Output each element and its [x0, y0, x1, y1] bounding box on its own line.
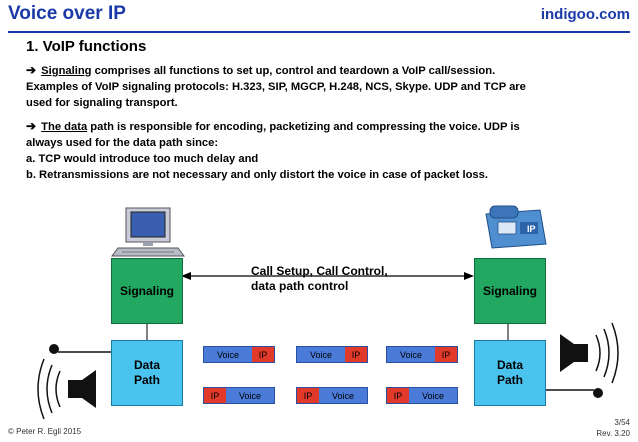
data-path-label-line-1: Data	[496, 358, 523, 372]
arrow-right-icon: ➔	[26, 63, 37, 77]
packet-return: IP Voice	[386, 387, 458, 404]
signaling-line-3: used for signaling transport.	[26, 97, 178, 109]
signaling-box-right: Signaling	[474, 258, 546, 324]
data-path-label-line-2: Path	[496, 373, 523, 387]
signaling-line-1-rest: comprises all functions to set up, contr…	[91, 65, 496, 77]
packet-ip: IP	[345, 347, 367, 362]
packet-ip: IP	[297, 388, 319, 403]
datapath-line-1-rest: path is responsible for encoding, packet…	[87, 121, 520, 133]
datapath-line-4: b. Retransmissions are not necessary and…	[26, 169, 488, 181]
control-label-line-1: Call Setup, Call Control,	[251, 264, 388, 278]
packet-voice: Voice	[319, 388, 367, 403]
section-heading: 1. VoIP functions	[26, 38, 147, 55]
microphone-icon	[49, 344, 112, 354]
packet-ip: IP	[435, 347, 457, 362]
datapath-term: The data	[41, 121, 88, 133]
signaling-box-left: Signaling	[111, 258, 183, 324]
microphone-icon	[546, 388, 603, 398]
data-path-box-right: Data Path	[474, 340, 546, 406]
packet-return: IP Voice	[296, 387, 368, 404]
revision: Rev. 3.20	[596, 429, 630, 438]
control-double-arrow	[181, 272, 474, 280]
control-label-line-2: data path control	[251, 279, 349, 293]
arrow-right-icon: ➔	[26, 119, 37, 133]
datapath-line-2: always used for the data path since:	[26, 137, 219, 149]
page-number: 3/54	[614, 418, 630, 427]
signaling-paragraph: ➔ Signaling comprises all functions to s…	[26, 62, 626, 111]
packet-ip: IP	[204, 388, 226, 403]
brand-link[interactable]: indigoo.com	[540, 6, 630, 23]
copyright: © Peter R. Egli 2015	[8, 427, 82, 436]
ip-phone-icon	[485, 205, 547, 249]
packet-return: IP Voice	[203, 387, 275, 404]
phone-badge: IP	[527, 224, 536, 234]
speaker-icon	[560, 322, 619, 384]
packet-voice: Voice	[204, 347, 252, 362]
computer-icon	[111, 207, 185, 257]
signaling-term: Signaling	[41, 65, 92, 77]
data-path-label-line-1: Data	[133, 358, 160, 372]
page-title: Voice over IP	[8, 3, 126, 24]
title-divider	[8, 31, 630, 33]
signaling-line-2: Examples of VoIP signaling protocols: H.…	[26, 81, 526, 93]
datapath-line-3: a. TCP would introduce too much delay an…	[26, 153, 259, 165]
packet-forward: Voice IP	[203, 346, 275, 363]
datapath-line-1: ➔ The data path is responsible for encod…	[26, 118, 626, 135]
packet-voice: Voice	[409, 388, 457, 403]
speaker-icon	[37, 358, 96, 420]
signaling-line-1: ➔ Signaling comprises all functions to s…	[26, 62, 626, 79]
packet-ip: IP	[387, 388, 409, 403]
packet-ip: IP	[252, 347, 274, 362]
packet-voice: Voice	[297, 347, 345, 362]
control-label: Call Setup, Call Control, data path cont…	[251, 264, 388, 294]
datapath-paragraph: ➔ The data path is responsible for encod…	[26, 118, 626, 183]
packet-voice: Voice	[387, 347, 435, 362]
data-path-label-line-2: Path	[133, 373, 160, 387]
packet-forward: Voice IP	[386, 346, 458, 363]
packet-voice: Voice	[226, 388, 274, 403]
data-path-box-left: Data Path	[111, 340, 183, 406]
packet-forward: Voice IP	[296, 346, 368, 363]
